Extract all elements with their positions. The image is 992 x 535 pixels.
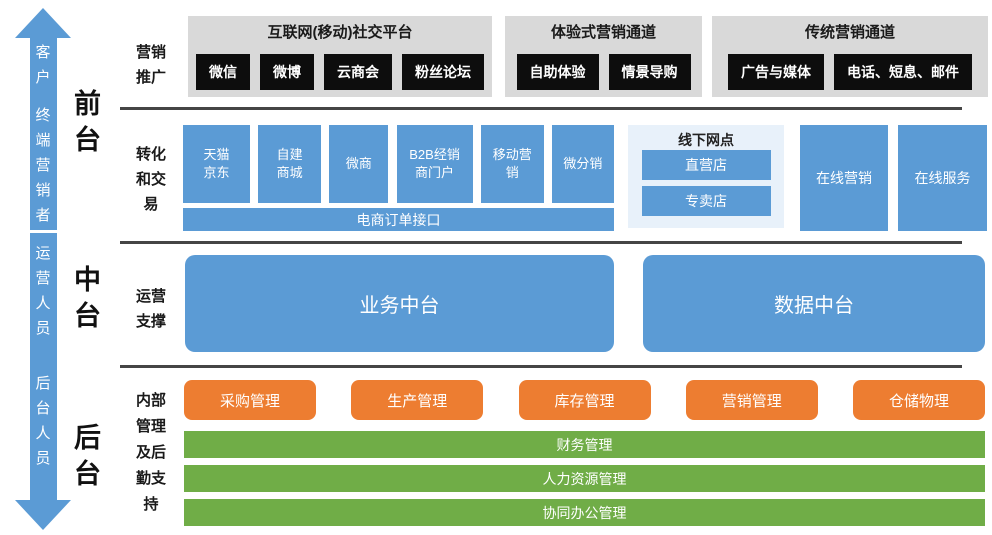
ecommerce-order-interface-bar: 电商订单接口 <box>183 208 614 231</box>
row-label-conversion: 转化和交易 <box>136 146 167 213</box>
business-middle-platform: 业务中台 <box>185 255 614 352</box>
row-label-operation: 运营支撑 <box>136 288 167 330</box>
channel-micro-distribution: 微分销 <box>551 125 614 203</box>
row-label-marketing: 营销推广 <box>136 44 167 86</box>
marketing-management-box: 营销管理 <box>685 380 818 420</box>
offline-direct-store: 直营店 <box>641 150 771 180</box>
online-marketing-box: 在线营销 <box>800 125 888 231</box>
collaborative-office-bar: 协同办公管理 <box>184 499 985 526</box>
arrow-down-icon <box>15 500 71 530</box>
channel-cloud-chamber: 云商会 <box>324 54 392 90</box>
channel-own-mall: 自建 商城 <box>258 125 322 203</box>
production-management-box: 生产管理 <box>351 380 484 420</box>
panel-social-platform: 互联网(移动)社交平台 微信 微博 云商会 粉丝论坛 <box>188 16 492 97</box>
panel-traditional-channel: 传统营销通道 广告与媒体 电话、短息、邮件 <box>712 16 988 97</box>
panel-experience-channel: 体验式营销通道 自助体验 情景导购 <box>505 16 702 97</box>
end-marketer-label: 终端营销者 <box>35 107 51 224</box>
panel-social-items: 微信 微博 云商会 粉丝论坛 <box>188 54 492 90</box>
customer-label: 客户 <box>35 44 51 86</box>
backoffice-staff-label: 后台人员 <box>35 375 51 467</box>
finance-management-bar: 财务管理 <box>184 431 985 458</box>
offline-outlets-title: 线下网点 <box>678 132 734 148</box>
customer-arrow-shaft: 客户 终端营销者 <box>29 38 57 230</box>
arrow-up-icon <box>15 8 71 38</box>
panel-experience-title: 体验式营销通道 <box>550 24 656 41</box>
panel-social-title: 互联网(移动)社交平台 <box>267 24 413 41</box>
divider-back <box>120 365 962 368</box>
offline-outlets-panel: 线下网点 直营店 专卖店 <box>628 125 784 228</box>
divider-front <box>120 107 962 110</box>
panel-traditional-items: 广告与媒体 电话、短息、邮件 <box>712 54 988 90</box>
staff-arrow: 运营人员 后台人员 <box>15 233 71 530</box>
channel-phone-sms-mail: 电话、短息、邮件 <box>834 54 972 90</box>
panel-experience-items: 自助体验 情景导购 <box>505 54 702 90</box>
row-label-internal: 内部管理及后勤支持 <box>136 392 167 513</box>
channel-mobile-marketing: 移动营 销 <box>480 125 544 203</box>
data-middle-platform: 数据中台 <box>643 255 985 352</box>
layer-middle-label: 中台 <box>74 265 101 331</box>
warehouse-logistics-box: 仓储物理 <box>853 380 985 420</box>
channel-b2b-dealer-portal: B2B经销 商门户 <box>396 125 473 203</box>
operations-staff-label: 运营人员 <box>35 245 51 337</box>
divider-middle <box>120 241 962 244</box>
ecommerce-channel-row: 天猫 京东 自建 商城 微商 B2B经销 商门户 移动营 销 微分销 <box>183 125 614 203</box>
channel-ads-media: 广告与媒体 <box>728 54 824 90</box>
management-row: 采购管理 生产管理 库存管理 营销管理 仓储物理 <box>184 380 985 420</box>
layer-back-label: 后台 <box>74 423 101 489</box>
panel-traditional-title: 传统营销通道 <box>804 24 895 41</box>
online-service-box: 在线服务 <box>898 125 987 231</box>
customer-arrow: 客户 终端营销者 <box>15 8 71 230</box>
channel-tmall-jd: 天猫 京东 <box>183 125 250 203</box>
hr-management-bar: 人力资源管理 <box>184 465 985 492</box>
channel-fan-forum: 粉丝论坛 <box>402 54 484 90</box>
layer-front-label: 前台 <box>74 89 101 155</box>
staff-arrow-shaft: 运营人员 后台人员 <box>29 233 57 500</box>
channel-wechat-business: 微商 <box>329 125 389 203</box>
channel-weibo: 微博 <box>260 54 314 90</box>
offline-franchise-store: 专卖店 <box>641 186 771 216</box>
channel-self-experience: 自助体验 <box>516 54 599 90</box>
procurement-management-box: 采购管理 <box>184 380 316 420</box>
channel-wechat: 微信 <box>196 54 250 90</box>
channel-scene-guide: 情景导购 <box>608 54 691 90</box>
inventory-management-box: 库存管理 <box>518 380 651 420</box>
